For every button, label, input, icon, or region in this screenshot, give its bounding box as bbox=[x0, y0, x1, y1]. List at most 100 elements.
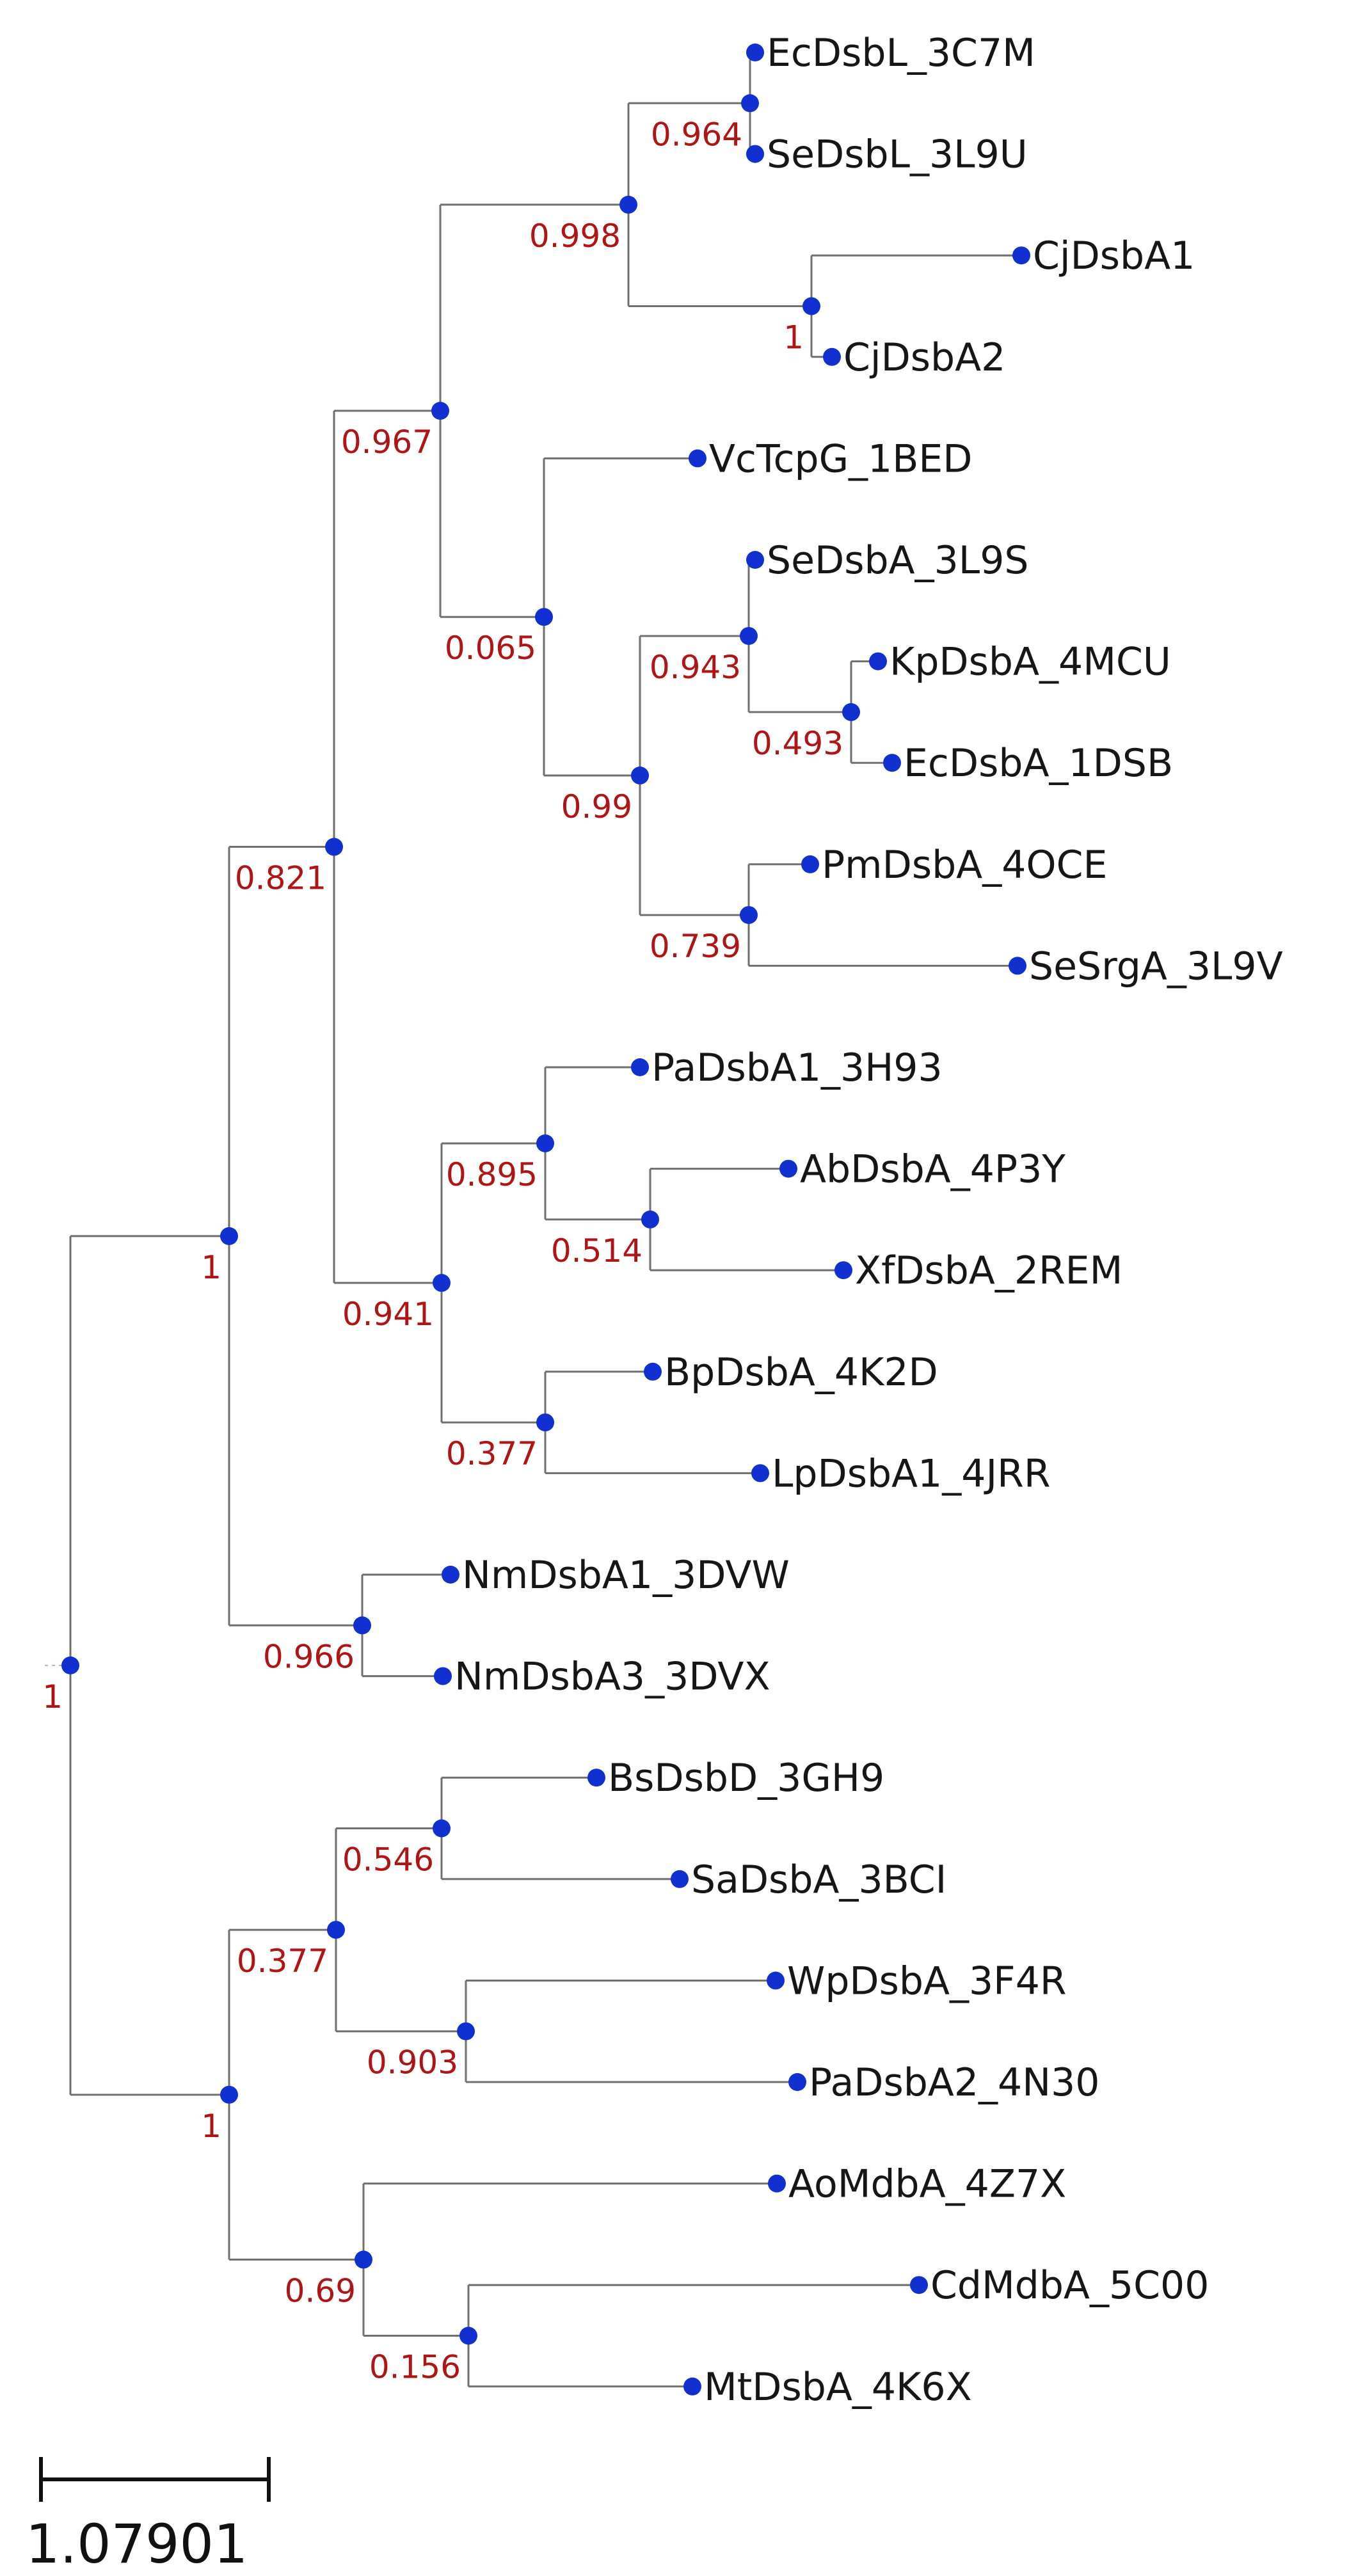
node-n12 bbox=[433, 1274, 451, 1292]
node-n9 bbox=[740, 626, 758, 645]
leaf-label-ecdsba-1dsb: EcDsbA_1DSB bbox=[904, 741, 1173, 786]
support-value-n3: 0.967 bbox=[341, 424, 433, 461]
support-value-n17: 1 bbox=[201, 2108, 221, 2145]
support-value-n15: 0.377 bbox=[446, 1435, 538, 1472]
leaf-label-padsba2-4n30: PaDsbA2_4N30 bbox=[809, 2060, 1099, 2105]
leaf-node-mtdsba-4k6x bbox=[683, 2377, 701, 2396]
leaf-label-sadsba-3bci: SaDsbA_3BCI bbox=[691, 1857, 946, 1902]
node-n8 bbox=[631, 767, 649, 785]
node-n1 bbox=[220, 1227, 238, 1245]
leaf-node-lpdsba1-4jrr bbox=[751, 1464, 769, 1483]
support-value-n6: 1 bbox=[783, 319, 804, 356]
node-n2 bbox=[325, 838, 343, 856]
node-n6 bbox=[802, 297, 820, 315]
support-value-n8: 0.99 bbox=[561, 788, 632, 825]
leaf-node-sedsbl-3l9u bbox=[746, 145, 764, 163]
support-value-n13: 0.895 bbox=[446, 1156, 538, 1193]
leaf-node-aomdba-4z7x bbox=[768, 2174, 786, 2193]
support-value-n22: 0.156 bbox=[369, 2349, 461, 2386]
node-n17 bbox=[220, 2085, 238, 2104]
leaf-node-sadsba-3bci bbox=[671, 1870, 689, 1888]
leaf-label-pmdsba-4oce: PmDsbA_4OCE bbox=[822, 843, 1107, 887]
node-n3 bbox=[431, 402, 449, 420]
leaf-label-bpdsba-4k2d: BpDsbA_4K2D bbox=[664, 1350, 938, 1395]
support-value-n1: 1 bbox=[201, 1249, 221, 1286]
node-n13 bbox=[536, 1134, 554, 1152]
leaf-label-abdsba-4p3y: AbDsbA_4P3Y bbox=[800, 1147, 1066, 1192]
node-n11 bbox=[740, 906, 758, 925]
leaf-node-sesrga-3l9v bbox=[1009, 957, 1026, 975]
leaf-label-sesrga-3l9v: SeSrgA_3L9V bbox=[1029, 944, 1283, 989]
leaf-label-vctcpg-1bed: VcTcpG_1BED bbox=[709, 436, 973, 481]
node-n14 bbox=[641, 1210, 659, 1228]
node-root bbox=[61, 1656, 79, 1674]
leaf-node-padsba2-4n30 bbox=[788, 2073, 806, 2091]
support-value-n4: 0.998 bbox=[529, 218, 621, 255]
leaf-node-xfdsba-2rem bbox=[834, 1261, 852, 1280]
leaf-label-nmdsba3-3dvx: NmDsbA3_3DVX bbox=[454, 1655, 770, 1699]
leaf-label-kpdsba-4mcu: KpDsbA_4MCU bbox=[890, 640, 1171, 685]
leaf-node-padsba1-3h93 bbox=[631, 1058, 649, 1076]
node-n4 bbox=[619, 195, 637, 214]
leaf-node-bpdsba-4k2d bbox=[644, 1362, 662, 1381]
node-n22 bbox=[459, 2326, 477, 2345]
leaf-label-aomdba-4z7x: AoMdbA_4Z7X bbox=[788, 2162, 1066, 2207]
leaf-node-nmdsba1-3dvw bbox=[442, 1566, 459, 1584]
leaf-node-wpdsba-3f4r bbox=[767, 1971, 785, 1990]
scale-bar: 1.07901 bbox=[26, 2457, 271, 2575]
leaf-label-cdmdba-5c00: CdMdbA_5C00 bbox=[930, 2263, 1209, 2308]
leaf-node-abdsba-4p3y bbox=[779, 1159, 797, 1178]
leaf-label-cjdsba2: CjDsbA2 bbox=[843, 335, 1005, 380]
node-n10 bbox=[842, 703, 860, 721]
support-value-n11: 0.739 bbox=[650, 928, 741, 965]
leaf-node-cdmdba-5c00 bbox=[910, 2276, 928, 2294]
tree-branches bbox=[45, 51, 1021, 2388]
tree-labels: 1 1 0.821 0.967 0.998 0.964 EcDsbL_3C7M SeDsbL_… bbox=[42, 31, 1282, 2410]
scale-bar-label: 1.07901 bbox=[26, 2513, 248, 2575]
leaf-label-wpdsba-3f4r: WpDsbA_3F4R bbox=[787, 1959, 1067, 2003]
leaf-node-pmdsba-4oce bbox=[801, 855, 819, 873]
leaf-label-padsba1-3h93: PaDsbA1_3H93 bbox=[651, 1046, 943, 1090]
node-n16 bbox=[353, 1616, 371, 1635]
node-n15 bbox=[536, 1413, 554, 1432]
leaf-label-mtdsba-4k6x: MtDsbA_4K6X bbox=[704, 2365, 972, 2410]
support-value-n14: 0.514 bbox=[551, 1232, 643, 1269]
node-n21 bbox=[355, 2250, 372, 2269]
leaf-node-ecdsbl-3c7m bbox=[746, 44, 764, 61]
support-value-n12: 0.941 bbox=[342, 1296, 434, 1333]
node-n20 bbox=[457, 2022, 475, 2040]
leaf-label-sedsba-3l9s: SeDsbA_3L9S bbox=[767, 538, 1028, 583]
leaf-label-bsdsbd-3gh9: BsDsbD_3GH9 bbox=[608, 1756, 884, 1801]
support-value-n7: 0.065 bbox=[445, 630, 536, 667]
leaf-node-cjdsba2 bbox=[823, 347, 841, 366]
support-value-n19: 0.546 bbox=[342, 1841, 434, 1879]
leaf-node-kpdsba-4mcu bbox=[869, 652, 887, 671]
leaf-label-lpdsba1-4jrr: LpDsbA1_4JRR bbox=[772, 1451, 1051, 1496]
support-value-n10: 0.493 bbox=[752, 725, 843, 762]
leaf-label-nmdsba1-3dvw: NmDsbA1_3DVW bbox=[462, 1553, 790, 1598]
leaf-node-nmdsba3-3dvx bbox=[434, 1667, 452, 1685]
tree-nodes bbox=[61, 44, 1030, 2396]
leaf-node-sedsba-3l9s bbox=[746, 551, 764, 569]
node-n18 bbox=[327, 1921, 345, 1939]
support-value-n21: 0.69 bbox=[285, 2273, 356, 2310]
node-n7 bbox=[535, 608, 553, 626]
support-value-n16: 0.966 bbox=[263, 1638, 355, 1675]
support-value-n2: 0.821 bbox=[235, 860, 326, 897]
leaf-label-cjdsba1: CjDsbA1 bbox=[1033, 234, 1195, 278]
node-n5 bbox=[741, 94, 759, 113]
leaf-node-vctcpg-1bed bbox=[689, 449, 706, 468]
leaf-node-cjdsba1 bbox=[1012, 246, 1030, 265]
leaf-label-sedsbl-3l9u: SeDsbL_3L9U bbox=[767, 132, 1028, 177]
support-value-root: 1 bbox=[42, 1678, 63, 1715]
leaf-label-xfdsba-2rem: XfDsbA_2REM bbox=[855, 1248, 1122, 1293]
leaf-node-ecdsba-1dsb bbox=[883, 754, 901, 772]
support-value-n20: 0.903 bbox=[367, 2044, 458, 2081]
node-n19 bbox=[433, 1819, 451, 1838]
support-value-n9: 0.943 bbox=[650, 649, 741, 686]
leaf-label-ecdsbl-3c7m: EcDsbL_3C7M bbox=[767, 31, 1035, 76]
support-value-n5: 0.964 bbox=[651, 116, 742, 153]
support-value-n18: 0.377 bbox=[237, 1943, 328, 1980]
leaf-node-bsdsbd-3gh9 bbox=[587, 1769, 605, 1787]
